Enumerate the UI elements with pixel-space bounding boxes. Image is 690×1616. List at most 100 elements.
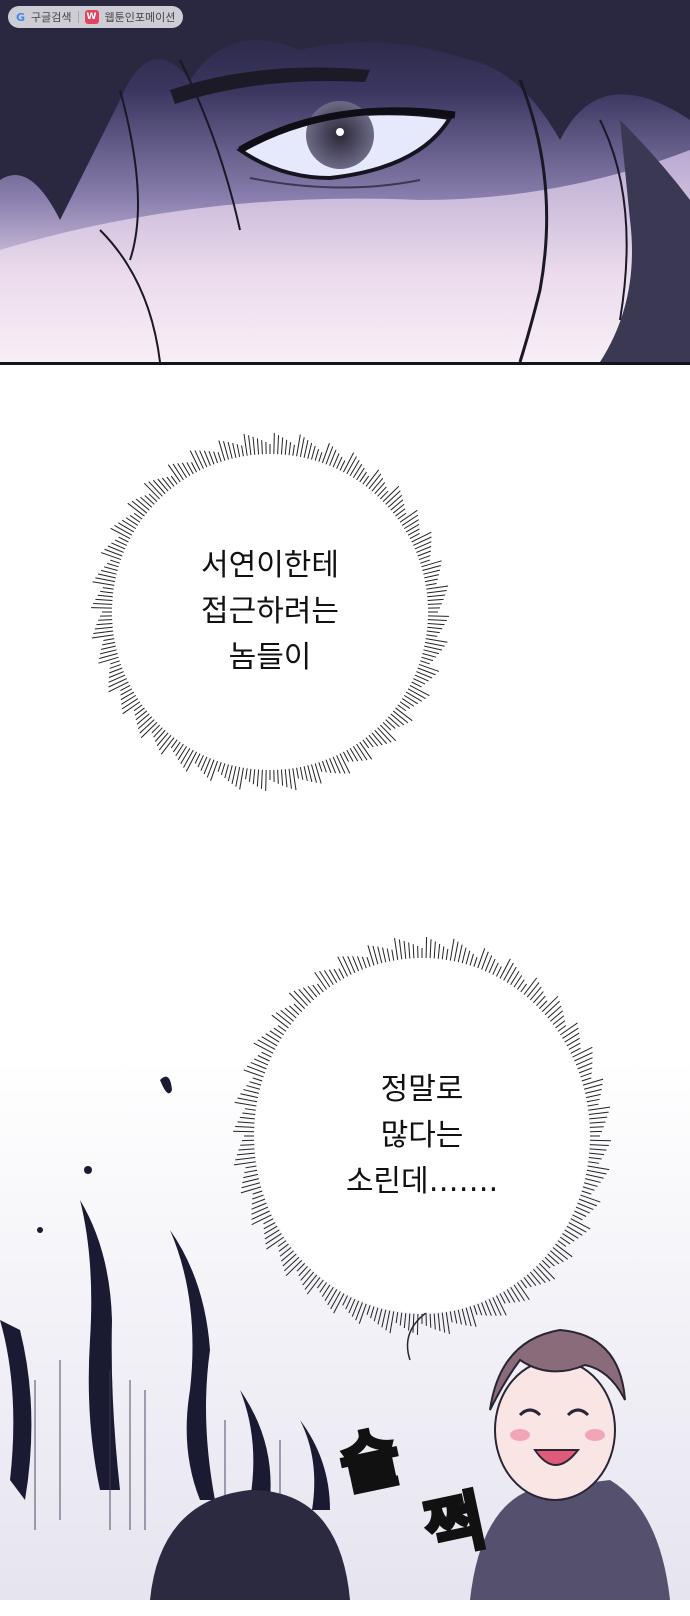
- burst-stroke: [426, 639, 448, 643]
- burst-stroke: [507, 967, 516, 983]
- burst-stroke: [545, 1001, 560, 1015]
- burst-stroke: [360, 742, 372, 759]
- bubble2-line-3: 소린데…….: [346, 1159, 498, 1205]
- burst-stroke: [186, 752, 196, 771]
- burst-stroke: [374, 1308, 378, 1322]
- burst-stroke: [272, 1015, 289, 1028]
- burst-stroke: [387, 949, 389, 962]
- burst-stroke: [322, 443, 329, 463]
- burst-stroke: [285, 1008, 296, 1018]
- burst-stroke: [571, 1219, 590, 1229]
- burst-stroke: [320, 971, 330, 987]
- burst-stroke: [454, 1311, 456, 1324]
- burst-stroke: [474, 1305, 477, 1315]
- burst-stroke: [450, 1311, 452, 1322]
- burst-stroke: [110, 560, 120, 563]
- burst-stroke: [353, 746, 362, 760]
- burst-stroke: [392, 950, 394, 961]
- burst-stroke: [232, 766, 236, 784]
- burst-stroke: [563, 1028, 579, 1038]
- burst-stroke: [514, 1285, 524, 1301]
- burst-stroke: [404, 695, 418, 703]
- burst-stroke: [317, 1280, 323, 1288]
- burst-stroke: [240, 1145, 254, 1146]
- webtoon-logo-icon: W: [85, 10, 99, 24]
- burst-stroke: [588, 1104, 599, 1106]
- burst-stroke: [574, 1053, 592, 1061]
- burst-stroke: [369, 474, 381, 489]
- burst-stroke: [253, 769, 254, 784]
- burst-stroke: [408, 689, 425, 699]
- bubble2-line-2: 많다는: [381, 1113, 464, 1159]
- burst-stroke: [357, 956, 362, 969]
- burst-stroke: [238, 1149, 254, 1150]
- burst-stroke: [425, 642, 445, 646]
- burst-stroke: [424, 646, 442, 650]
- burst-stroke: [242, 1179, 259, 1183]
- burst-stroke: [427, 627, 442, 628]
- burst-stroke: [266, 1234, 282, 1244]
- burst-stroke: [102, 642, 115, 644]
- burst-stroke: [315, 972, 327, 989]
- sfx-char-1: 슬: [331, 1406, 408, 1508]
- burst-stroke: [402, 515, 418, 525]
- burst-stroke: [406, 692, 422, 701]
- burst-stroke: [548, 1254, 559, 1264]
- burst-stroke: [588, 1166, 610, 1170]
- burst-stroke: [246, 1166, 257, 1168]
- bubble1-line-3: 놈들이: [229, 635, 312, 681]
- burst-stroke: [181, 748, 190, 764]
- burst-stroke: [281, 1251, 293, 1261]
- burst-stroke: [511, 971, 519, 985]
- burst-stroke: [178, 463, 187, 477]
- burst-stroke: [121, 695, 135, 704]
- burst-stroke: [93, 631, 113, 633]
- burst-stroke: [303, 1272, 314, 1285]
- google-search-label: 구글검색: [31, 9, 71, 25]
- burst-stroke: [262, 1037, 278, 1046]
- burst-stroke: [396, 1312, 398, 1323]
- burst-stroke: [191, 462, 196, 472]
- burst-stroke: [319, 762, 322, 772]
- burst-stroke: [425, 579, 438, 581]
- bubble1-line-1: 서연이한테: [201, 543, 339, 589]
- burst-stroke: [343, 956, 351, 974]
- burst-stroke: [422, 566, 440, 571]
- burst-stroke: [258, 1040, 275, 1050]
- burst-stroke: [265, 1230, 279, 1239]
- burst-stroke: [530, 1272, 540, 1284]
- burst-stroke: [297, 435, 301, 457]
- burst-stroke: [533, 992, 543, 1003]
- burst-stroke: [571, 1048, 581, 1053]
- burst-stroke: [307, 1277, 320, 1294]
- burst-stroke: [225, 764, 229, 778]
- burst-stroke: [303, 988, 313, 1000]
- burst-stroke: [234, 1162, 256, 1165]
- burst-stroke: [153, 480, 165, 493]
- burst-stroke: [100, 650, 117, 654]
- burst-stroke: [122, 699, 138, 709]
- burst-stroke: [109, 682, 129, 692]
- burst-stroke: [367, 1305, 370, 1315]
- burst-stroke: [589, 1117, 607, 1119]
- burst-stroke: [243, 1174, 258, 1177]
- burst-stroke: [95, 627, 113, 629]
- burst-stroke: [159, 735, 171, 750]
- burst-stroke: [372, 478, 383, 491]
- burst-stroke: [339, 969, 344, 979]
- burst-stroke: [353, 464, 361, 478]
- burst-stroke: [412, 532, 432, 542]
- burst-stroke: [236, 767, 240, 787]
- burst-stroke: [237, 1153, 255, 1155]
- burst-stroke: [244, 434, 247, 456]
- burst-stroke: [458, 1310, 461, 1325]
- burst-stroke: [517, 1282, 529, 1299]
- burst-stroke: [331, 1292, 341, 1309]
- burst-stroke: [319, 452, 322, 462]
- site-label: 웹툰인포메이션: [105, 9, 176, 25]
- burst-stroke: [134, 513, 142, 519]
- burst-stroke: [254, 1043, 273, 1053]
- burst-stroke: [326, 760, 331, 773]
- burst-stroke: [496, 967, 501, 977]
- burst-stroke: [428, 604, 442, 605]
